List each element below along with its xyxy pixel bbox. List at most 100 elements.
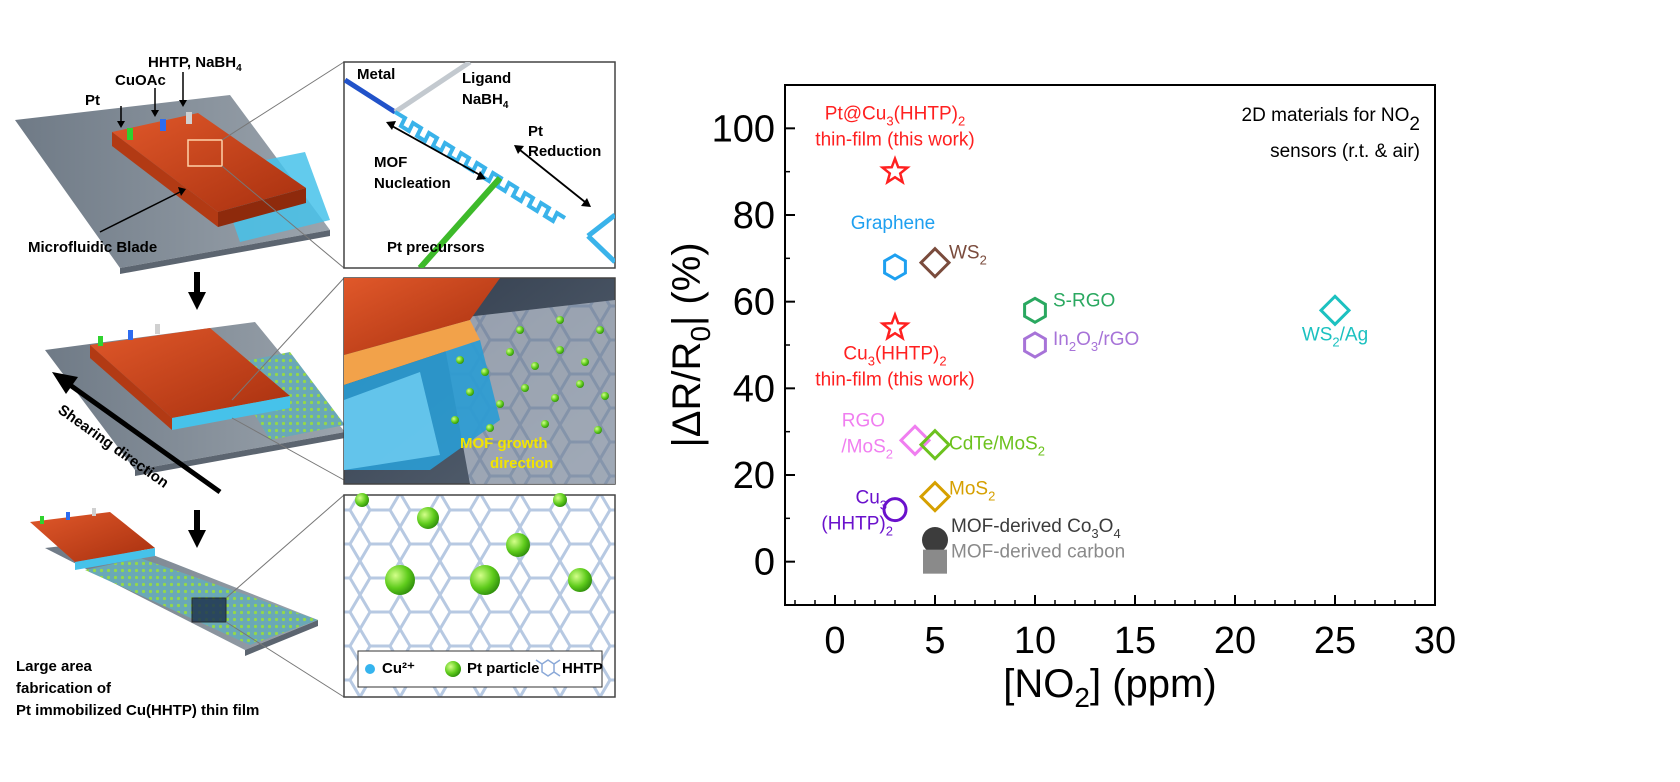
- point-label: Graphene: [851, 213, 936, 234]
- device-stage-3: Large area fabrication of Pt immobilized…: [16, 494, 345, 719]
- microfluidic-blade-2: [90, 328, 290, 418]
- blade-closeup: [344, 278, 500, 355]
- microfluidic-blade: [112, 113, 306, 212]
- data-point: CdTe/MoS2: [918, 428, 1045, 461]
- point-label: MOF-derived carbon: [951, 542, 1125, 563]
- pt-reduction-label-2: Reduction: [528, 143, 601, 160]
- mof-growth-label-1: MOF growth: [460, 435, 547, 452]
- point-label-line2: thin-film (this work): [815, 370, 974, 391]
- data-point: Graphene: [851, 213, 936, 281]
- zoom-panel-lattice: Cu²⁺ Pt particle HHTP: [343, 493, 616, 698]
- point-label: WS2/Ag: [1302, 324, 1368, 349]
- diamond-marker: [918, 428, 952, 461]
- device-stage-1: HHTP, NaBH4 CuOAc Pt Microfluidic Blade: [15, 54, 345, 274]
- data-point: WS2/Ag: [1302, 294, 1368, 349]
- diamond-marker: [918, 246, 952, 279]
- cuoac-label: CuOAc: [115, 72, 166, 89]
- pt-inlet: [127, 128, 133, 140]
- point-label: In2O3/rGO: [1053, 329, 1139, 354]
- point-label: Cu3: [855, 488, 887, 513]
- chart-title-line2: sensors (r.t. & air): [1270, 141, 1420, 162]
- data-point: S-RGO: [1023, 290, 1115, 325]
- point-label: CdTe/MoS2: [949, 434, 1045, 459]
- star-marker: [879, 155, 911, 186]
- pt-particle-icon: [445, 661, 461, 677]
- chart-title-line1: 2D materials for NO2: [1242, 105, 1420, 135]
- cuoac-inlet: [160, 119, 166, 131]
- metal-stream: [344, 77, 397, 115]
- star-marker: [879, 311, 911, 342]
- x-tick-label: 10: [1014, 620, 1056, 662]
- zoom-box-3: [191, 597, 227, 623]
- point-label: WS2: [949, 243, 987, 268]
- x-tick-label: 30: [1414, 620, 1456, 662]
- nabh4-label: NaBH4: [462, 91, 509, 111]
- pt-label: Pt: [85, 92, 100, 109]
- circle-marker: [882, 497, 908, 523]
- point-label-line2: /MoS2: [841, 436, 893, 461]
- pt-particles-closeup: [451, 316, 609, 434]
- pt-precursors-label: Pt precursors: [387, 239, 485, 256]
- data-point: In2O3/rGO: [1023, 329, 1139, 359]
- diamond-marker: [898, 424, 932, 457]
- ligand-stream: [393, 62, 472, 115]
- mof-channel: [393, 110, 567, 224]
- hhtp-icon: [535, 659, 561, 677]
- point-label: RGO: [842, 410, 885, 431]
- diamond-marker: [1318, 294, 1352, 327]
- y-tick-label: 20: [733, 455, 775, 497]
- filled-circle-marker: [922, 527, 948, 553]
- microfluidic-blade-label: Microfluidic Blade: [28, 239, 157, 256]
- cu-ion-icon: [365, 664, 375, 674]
- hhtp-nabh4-label: HHTP, NaBH4: [148, 54, 242, 74]
- point-label: S-RGO: [1053, 290, 1115, 311]
- mof-nucleation-label-2: Nucleation: [374, 175, 451, 192]
- hexagon-marker: [883, 253, 907, 281]
- x-tick-label: 20: [1214, 620, 1256, 662]
- metal-label: Metal: [357, 66, 395, 83]
- point-label: Cu3(HHTP)2: [843, 344, 946, 369]
- x-tick-label: 5: [924, 620, 945, 662]
- pt-particles-lattice: [355, 493, 592, 595]
- bottom-caption: Large area fabrication of Pt immobilized…: [16, 658, 259, 719]
- filled-square-marker: [923, 549, 947, 574]
- y-axis-label: |ΔR/R0| (%): [665, 242, 716, 447]
- y-tick-label: 80: [733, 195, 775, 237]
- zoom-panel-growth: MOF growth direction: [343, 277, 616, 485]
- down-arrow-1: [188, 272, 206, 310]
- pt-reduction-label-1: Pt: [528, 123, 543, 140]
- zoom-box-1: [187, 139, 223, 167]
- y-tick-label: 100: [712, 108, 775, 150]
- point-label: Pt@Cu3(HHTP)2: [825, 104, 965, 129]
- cu-ion-label: Cu²⁺: [382, 660, 415, 677]
- data-point: MOF-derived carbon: [923, 542, 1125, 574]
- zoom-panel-nucleation: Metal Ligand NaBH4 Pt Reduction MOF Nucl…: [343, 61, 616, 269]
- point-label: MoS2: [949, 479, 995, 504]
- down-arrow-2: [188, 510, 206, 548]
- x-axis-label: [NO2] (ppm): [1003, 662, 1216, 713]
- hexagon-marker: [1023, 331, 1047, 359]
- data-point: MoS2: [918, 479, 995, 513]
- point-label-line2: (HHTP)2: [821, 514, 893, 539]
- pt-particle-label: Pt particle: [467, 660, 540, 677]
- hhtp-inlet: [186, 112, 192, 124]
- data-point: MOF-derived Co3O4: [922, 516, 1121, 553]
- data-point: RGO/MoS2: [841, 410, 932, 461]
- x-tick-label: 25: [1314, 620, 1356, 662]
- diamond-marker: [918, 480, 952, 513]
- device-stage-2: [45, 277, 345, 481]
- x-tick-label: 0: [824, 620, 845, 662]
- mof-growth-label-2: direction: [490, 455, 553, 472]
- point-label: MOF-derived Co3O4: [951, 516, 1121, 541]
- y-tick-label: 40: [733, 368, 775, 410]
- data-point: Cu3(HHTP)2: [821, 488, 908, 539]
- pt-precursor-stream: [417, 176, 503, 268]
- hhtp-label: HHTP: [562, 660, 603, 677]
- point-label-line2: thin-film (this work): [815, 130, 974, 151]
- lattice-legend: [357, 650, 603, 688]
